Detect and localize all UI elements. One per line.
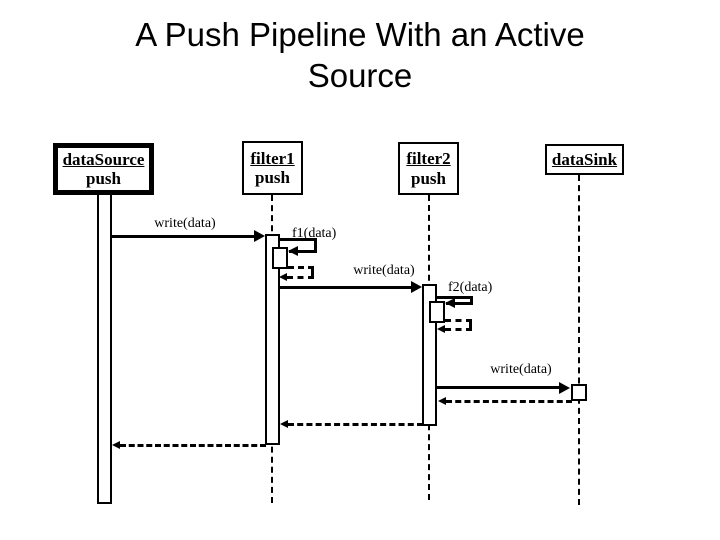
arrowhead-write1 <box>254 230 265 242</box>
arrowhead-write3 <box>559 382 570 394</box>
arrowhead-return-filter1 <box>112 441 120 449</box>
participant-filter1-operation: push <box>255 168 290 187</box>
self-return-f1-side <box>311 266 314 278</box>
lifeline-datasink <box>578 175 580 505</box>
participant-datasource-operation: push <box>86 169 121 188</box>
self-return-f2-bottom <box>445 328 472 331</box>
message-arrow-write2 <box>279 286 413 289</box>
self-call-f2-side <box>470 296 473 305</box>
nested-activation-f2 <box>429 301 445 323</box>
activation-bar-datasink <box>571 384 587 401</box>
arrowhead-return-filter2 <box>280 420 288 428</box>
nested-activation-f1 <box>272 247 288 269</box>
self-call-f1-top <box>279 238 317 241</box>
arrowhead-f2 <box>445 298 455 308</box>
return-arrow-filter1-datasource <box>120 444 266 447</box>
message-label-write3: write(data) <box>490 362 552 377</box>
participant-datasource-name: dataSource <box>62 149 145 169</box>
self-call-f2-top <box>437 296 473 299</box>
participant-filter1-name: filter1 <box>250 148 295 168</box>
activation-bar-filter1 <box>265 234 280 445</box>
slide-title-line-2: Source <box>307 57 413 94</box>
message-arrow-write1 <box>112 235 256 238</box>
participant-datasource-box: dataSource push <box>53 143 154 195</box>
arrowhead-return-f1 <box>279 273 287 281</box>
arrowhead-return-datasink <box>438 397 446 405</box>
message-label-write2: write(data) <box>353 263 415 278</box>
self-return-f2-top <box>445 319 472 322</box>
participant-datasink-box: dataSink <box>545 144 624 175</box>
self-return-f1-bottom <box>287 276 314 279</box>
participant-filter2-name: filter2 <box>406 149 451 169</box>
activation-bar-datasource <box>97 192 112 504</box>
message-arrow-write3 <box>437 386 561 389</box>
arrowhead-f1 <box>288 246 298 256</box>
return-arrow-filter2-filter1 <box>288 423 423 426</box>
message-label-f2: f2(data) <box>448 280 493 295</box>
self-return-f2-side <box>469 319 472 330</box>
participant-filter1-box: filter1 push <box>242 141 303 195</box>
participant-filter2-operation: push <box>411 168 446 188</box>
self-return-f1-top <box>288 266 314 269</box>
arrowhead-return-f2 <box>437 325 445 333</box>
self-call-f1-side <box>314 238 317 253</box>
message-label-write1: write(data) <box>154 216 216 231</box>
participant-filter2-box: filter2 push <box>398 142 459 195</box>
slide-title: A Push Pipeline With an Active Source <box>0 14 720 96</box>
arrowhead-write2 <box>411 281 422 293</box>
message-label-f1: f1(data) <box>292 226 337 241</box>
slide-title-line-1: A Push Pipeline With an Active <box>135 16 585 53</box>
participant-datasink-name: dataSink <box>551 149 618 169</box>
self-call-f2-bottom <box>446 302 473 305</box>
return-arrow-datasink-filter2 <box>446 400 572 403</box>
self-call-f1-bottom <box>289 250 317 253</box>
